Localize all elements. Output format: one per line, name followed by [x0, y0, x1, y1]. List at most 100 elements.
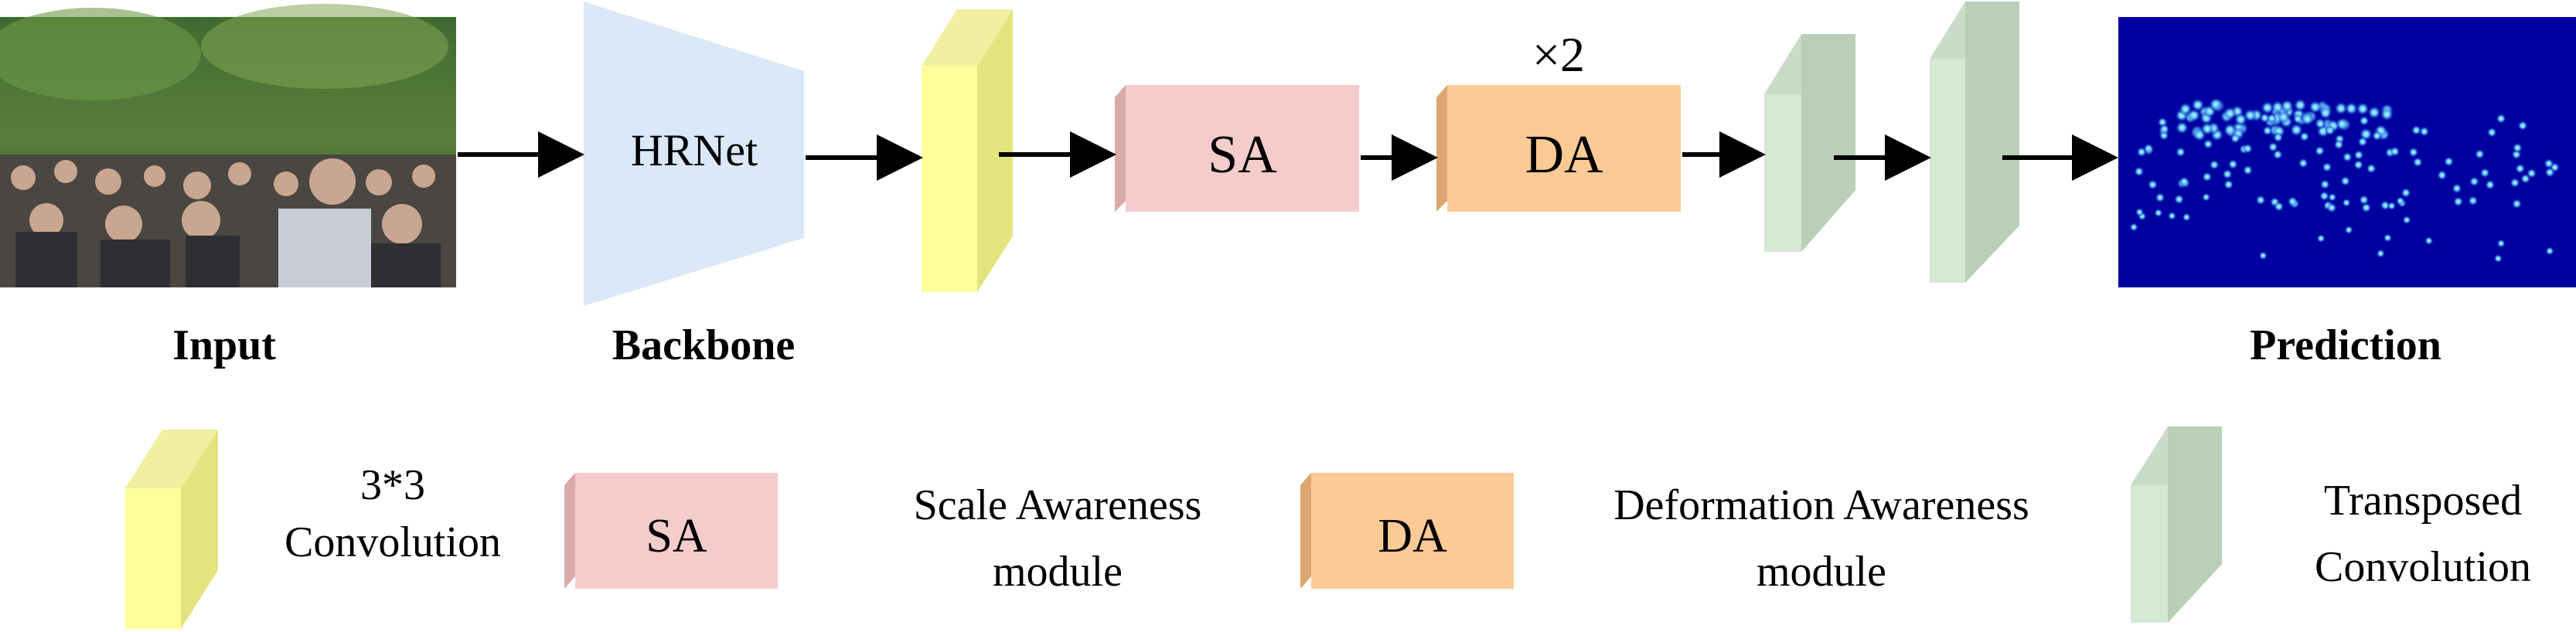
legend-transposed-line1: Transposed — [2324, 477, 2522, 525]
legend-transposed-line2: Convolution — [2315, 543, 2531, 591]
density-dot — [2411, 124, 2422, 136]
density-dot — [2159, 124, 2170, 134]
da-label: DA — [1525, 125, 1603, 185]
density-dot — [2200, 121, 2214, 136]
density-dot — [2407, 147, 2419, 158]
density-dot — [2412, 156, 2424, 168]
density-dot — [2209, 97, 2223, 111]
density-dot — [2258, 250, 2268, 260]
density-dot — [2544, 167, 2556, 178]
sa-block: SA — [1115, 85, 1359, 212]
hrnet-label: HRNet — [631, 125, 758, 175]
density-dot — [2514, 163, 2526, 175]
density-dot — [2143, 143, 2155, 155]
density-dot — [2167, 211, 2177, 221]
density-dot — [2322, 161, 2332, 173]
density-dot — [2175, 121, 2189, 135]
density-dot — [2342, 151, 2353, 163]
density-dot — [2353, 159, 2364, 171]
density-dot — [2367, 105, 2381, 120]
legend-da-line1: Deformation Awareness — [1613, 481, 2029, 529]
density-dot — [2155, 192, 2165, 203]
density-dot — [2293, 98, 2308, 112]
density-dot — [2129, 223, 2139, 232]
density-dot — [2511, 198, 2523, 209]
density-dot — [2353, 149, 2364, 161]
density-dot — [2319, 190, 2330, 202]
density-dot — [2135, 207, 2145, 217]
density-dot — [2401, 187, 2411, 199]
density-dot — [2287, 195, 2298, 207]
density-dot — [2308, 100, 2322, 114]
density-dot — [2242, 143, 2254, 155]
density-dot — [2260, 100, 2274, 115]
density-dot — [2517, 120, 2529, 131]
density-dot — [2300, 111, 2315, 126]
density-dot — [2292, 113, 2304, 124]
density-dot — [2234, 112, 2248, 127]
density-dot — [2545, 246, 2555, 256]
density-dot — [2280, 99, 2295, 114]
density-dot — [2474, 148, 2486, 160]
repeat-label: ×2 — [1532, 27, 1585, 82]
flow-arrows — [458, 131, 2118, 181]
density-dot — [2418, 126, 2430, 138]
density-dot — [2153, 208, 2163, 218]
density-dot — [2366, 163, 2377, 175]
sa-label: SA — [1208, 125, 1277, 185]
density-dot — [2469, 175, 2480, 187]
density-dot — [2389, 146, 2401, 158]
density-dot — [2371, 130, 2383, 141]
density-dot — [2376, 249, 2386, 259]
density-dot — [2526, 168, 2537, 179]
density-dot — [2333, 139, 2345, 151]
density-dot — [2327, 192, 2337, 202]
density-dot — [2179, 176, 2190, 188]
density-dot — [2344, 225, 2354, 235]
conv3x3-block — [922, 9, 1013, 292]
density-dot — [2268, 141, 2279, 153]
density-dot — [2493, 253, 2503, 263]
density-dot — [2222, 168, 2234, 180]
density-dot — [2383, 233, 2393, 243]
legend-sa-line2: module — [993, 548, 1123, 596]
density-dot — [2242, 165, 2254, 176]
density-dot — [2223, 106, 2237, 121]
density-dot — [2289, 123, 2304, 138]
density-dot — [2273, 201, 2285, 212]
density-dot — [2496, 113, 2507, 124]
density-dot — [2324, 124, 2336, 136]
prediction-image — [2118, 17, 2576, 287]
transposed-conv-block-1 — [1764, 34, 1855, 252]
density-dot — [2298, 131, 2310, 142]
legend-conv3x3-icon — [125, 430, 218, 629]
density-dot — [2344, 101, 2359, 116]
density-dot — [2230, 133, 2241, 144]
density-dot — [2316, 233, 2326, 243]
density-dot — [2276, 110, 2291, 124]
density-dot — [2223, 178, 2234, 190]
density-dot — [2261, 125, 2273, 137]
density-dot — [2314, 145, 2326, 157]
density-dot — [2209, 159, 2220, 171]
input-caption: Input — [172, 321, 276, 369]
density-dot — [2496, 239, 2506, 249]
density-dot — [2326, 202, 2338, 213]
density-dot — [2452, 195, 2464, 207]
density-dot — [2315, 118, 2326, 130]
legend-conv3x3-line1: 3*3 — [360, 461, 425, 509]
legend-da-icon: DA — [1300, 473, 1514, 589]
density-dot — [2543, 158, 2554, 169]
transposed-conv-block-2 — [1930, 2, 2019, 283]
legend-sa-line1: Scale Awareness — [914, 481, 1202, 529]
density-dot — [2133, 166, 2145, 177]
prediction-caption: Prediction — [2250, 321, 2441, 369]
density-dot — [2342, 198, 2352, 208]
density-dot — [2356, 101, 2370, 116]
density-dot — [2182, 212, 2192, 223]
density-dot — [2266, 113, 2278, 124]
density-dot — [2173, 193, 2185, 205]
density-dot — [2227, 158, 2239, 170]
backbone-caption: Backbone — [612, 321, 796, 369]
